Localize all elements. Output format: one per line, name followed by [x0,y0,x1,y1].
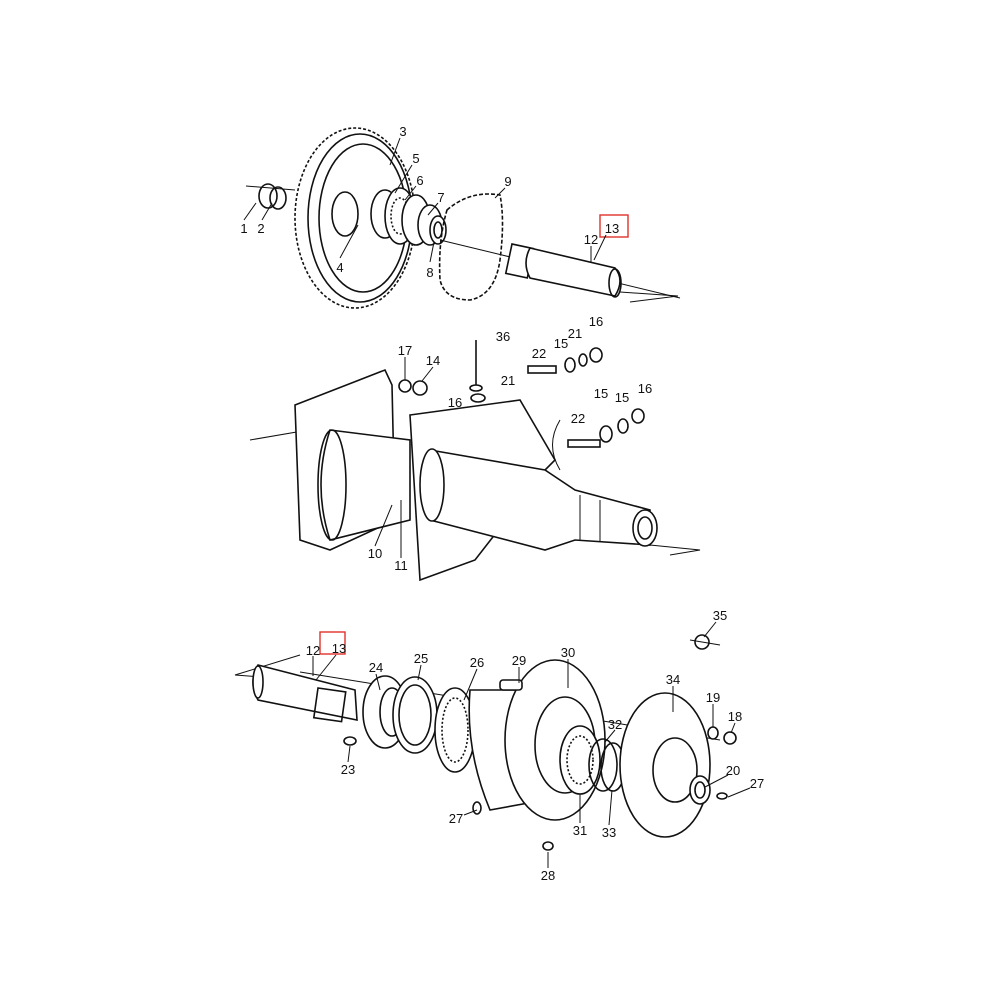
callout-8[interactable]: 8 [426,265,433,280]
highlight-box-13-bottom [319,631,346,655]
callout-33[interactable]: 33 [602,825,616,840]
callout-36[interactable]: 36 [496,329,510,344]
callout-32[interactable]: 32 [608,717,622,732]
axle-housing [249,368,701,582]
callouts: 1 2 3 4 5 6 7 8 9 12 13 36 17 14 22 15 2… [240,124,764,883]
callout-28[interactable]: 28 [541,868,555,883]
bearing-stack [370,187,447,246]
callout-26[interactable]: 26 [470,655,484,670]
callout-23[interactable]: 23 [341,762,355,777]
callout-31[interactable]: 31 [573,823,587,838]
shaft-bottom [234,654,358,723]
callout-22[interactable]: 22 [532,346,546,361]
callout-15[interactable]: 15 [594,386,608,401]
callout-12[interactable]: 12 [306,643,320,658]
callout-20[interactable]: 20 [726,763,740,778]
callout-15[interactable]: 15 [554,336,568,351]
callout-11[interactable]: 11 [394,558,408,573]
callout-34[interactable]: 34 [666,672,680,687]
callout-24[interactable]: 24 [369,660,383,675]
callout-7[interactable]: 7 [437,190,444,205]
callout-21[interactable]: 21 [568,326,582,341]
callout-25[interactable]: 25 [414,651,428,666]
callout-27[interactable]: 27 [750,776,764,791]
callout-21[interactable]: 21 [501,373,515,388]
leader-lines [243,137,751,868]
callout-13[interactable]: 13 [605,221,619,236]
callout-13[interactable]: 13 [332,641,346,656]
callout-4[interactable]: 4 [336,260,343,275]
axle-shaft [504,243,679,303]
highlight-box-13-top [599,214,629,238]
callout-2[interactable]: 2 [257,221,264,236]
callout-1[interactable]: 1 [240,221,247,236]
callout-35[interactable]: 35 [713,608,727,623]
callout-9[interactable]: 9 [504,174,511,189]
callout-16[interactable]: 16 [589,314,603,329]
callout-27[interactable]: 27 [449,811,463,826]
callout-5[interactable]: 5 [412,151,419,166]
hub-components [343,634,737,851]
callout-16[interactable]: 16 [638,381,652,396]
callout-17[interactable]: 17 [398,343,412,358]
callout-10[interactable]: 10 [368,546,382,561]
gasket [438,193,504,301]
callout-14[interactable]: 14 [426,353,440,368]
small-bearing-1-2 [245,183,296,210]
callout-18[interactable]: 18 [728,709,742,724]
callout-3[interactable]: 3 [399,124,406,139]
callout-15[interactable]: 15 [615,390,629,405]
callout-19[interactable]: 19 [706,690,720,705]
callout-16[interactable]: 16 [448,395,462,410]
callout-6[interactable]: 6 [416,173,423,188]
callout-29[interactable]: 29 [512,653,526,668]
callout-30[interactable]: 30 [561,645,575,660]
housing-fasteners [398,340,645,448]
callout-22[interactable]: 22 [571,411,585,426]
callout-12[interactable]: 12 [584,232,598,247]
